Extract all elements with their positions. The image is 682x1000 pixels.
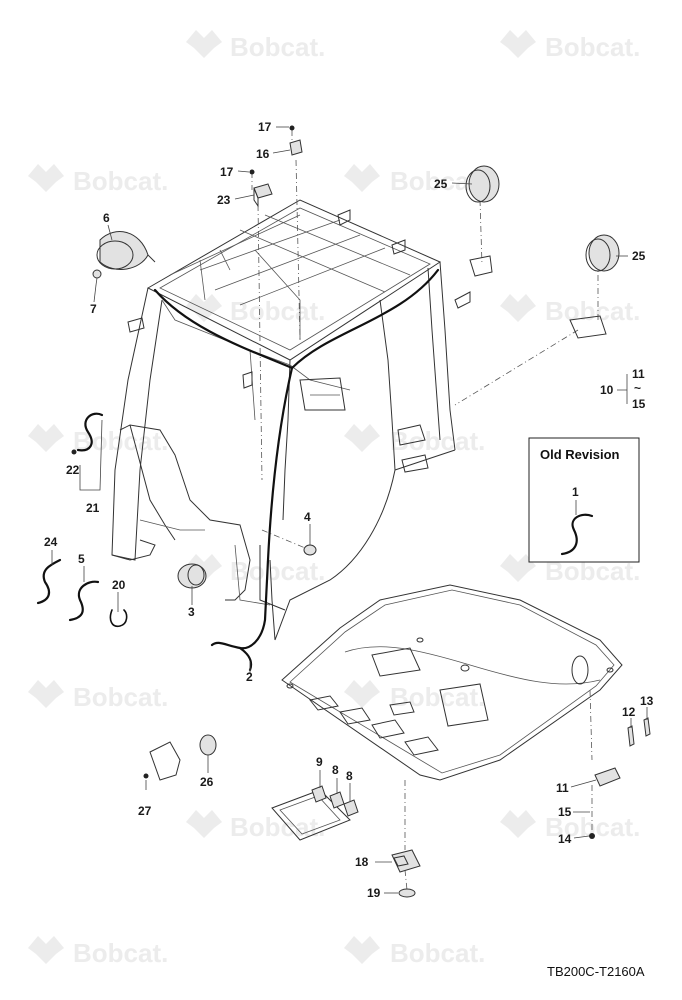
watermark-6: Bobcat. bbox=[500, 294, 640, 326]
switch-bezel bbox=[271, 789, 351, 841]
lens-19 bbox=[398, 888, 416, 898]
old-revision-callout: 1 bbox=[572, 485, 579, 499]
callout-19: 19 bbox=[367, 886, 381, 900]
screw-17a-icon bbox=[289, 125, 295, 131]
svg-text:Bobcat.: Bobcat. bbox=[230, 812, 325, 842]
roof-light-23 bbox=[249, 169, 273, 208]
callout-15a: 15 bbox=[632, 397, 646, 411]
callout-2: 2 bbox=[246, 670, 253, 684]
work-light-25b bbox=[569, 234, 620, 339]
grommet-4 bbox=[303, 544, 317, 556]
horn-26 bbox=[199, 734, 217, 768]
callout-7: 7 bbox=[90, 302, 97, 316]
svg-text:Bobcat.: Bobcat. bbox=[230, 296, 325, 326]
dome-lamp-18 bbox=[391, 849, 421, 873]
loop-20 bbox=[109, 592, 128, 628]
watermark-3: Bobcat. bbox=[28, 164, 168, 196]
callout-14: 14 bbox=[558, 832, 572, 846]
switch-8a bbox=[329, 791, 345, 809]
callout-8a: 8 bbox=[332, 763, 339, 777]
watermark-13: Bobcat. bbox=[186, 810, 325, 842]
wire-24 bbox=[36, 558, 62, 605]
watermark-9: Bobcat. bbox=[186, 554, 325, 586]
watermark-1: Bobcat. bbox=[186, 30, 325, 62]
svg-text:Bobcat.: Bobcat. bbox=[230, 556, 325, 586]
callout-tilde: ~ bbox=[634, 381, 641, 395]
screw-17b-icon bbox=[249, 169, 255, 175]
callout-23: 23 bbox=[217, 193, 231, 207]
callout-18: 18 bbox=[355, 855, 369, 869]
work-light-25a bbox=[465, 165, 500, 277]
svg-text:Bobcat.: Bobcat. bbox=[390, 426, 485, 456]
callout-15b: 15 bbox=[558, 805, 572, 819]
watermark-5: Bobcat. bbox=[186, 294, 325, 326]
headliner-panel bbox=[281, 584, 623, 781]
callout-16: 16 bbox=[256, 147, 270, 161]
callout-25b: 25 bbox=[632, 249, 646, 263]
dome-light-3 bbox=[177, 563, 207, 589]
old-revision-title: Old Revision bbox=[540, 447, 620, 462]
watermark-8: Bobcat. bbox=[344, 424, 485, 456]
bracket-horn bbox=[143, 741, 181, 781]
callout-11b: 11 bbox=[556, 781, 569, 795]
watermark-16: Bobcat. bbox=[344, 936, 485, 968]
work-light-6 bbox=[92, 231, 156, 286]
old-revision-box: Old Revision 1 bbox=[528, 437, 640, 563]
svg-text:Bobcat.: Bobcat. bbox=[73, 682, 168, 712]
watermark-11: Bobcat. bbox=[28, 680, 168, 712]
wire-21 bbox=[71, 412, 104, 455]
svg-text:Bobcat.: Bobcat. bbox=[230, 32, 325, 62]
callout-5: 5 bbox=[78, 552, 85, 566]
callout-9: 9 bbox=[316, 755, 323, 769]
watermark-12: Bobcat. bbox=[344, 680, 485, 712]
bracket-16 bbox=[289, 125, 303, 156]
lens-11 bbox=[594, 767, 621, 787]
callout-leaders bbox=[51, 126, 648, 894]
callout-24: 24 bbox=[44, 535, 58, 549]
callout-4: 4 bbox=[304, 510, 311, 524]
callout-10: 10 bbox=[600, 383, 614, 397]
clip-12 bbox=[627, 725, 635, 747]
callout-labels: 17 16 17 23 6 7 25 25 11 ~ 10 15 22 21 4… bbox=[44, 120, 654, 900]
svg-text:Bobcat.: Bobcat. bbox=[390, 938, 485, 968]
callout-20: 20 bbox=[112, 578, 126, 592]
callout-8b: 8 bbox=[346, 769, 353, 783]
main-wire-harness bbox=[153, 268, 440, 672]
svg-text:Bobcat.: Bobcat. bbox=[545, 296, 640, 326]
callout-12: 12 bbox=[622, 705, 636, 719]
watermark-7: Bobcat. bbox=[28, 424, 168, 456]
svg-text:Bobcat.: Bobcat. bbox=[73, 166, 168, 196]
callout-11a: 11 bbox=[632, 367, 645, 381]
switch-8b bbox=[343, 799, 359, 817]
wire-5 bbox=[68, 580, 100, 622]
drawing-number: TB200C-T2160A bbox=[547, 964, 645, 979]
callout-13: 13 bbox=[640, 694, 654, 708]
callout-17b: 17 bbox=[220, 165, 234, 179]
bulb-7-icon bbox=[92, 269, 102, 279]
svg-text:Bobcat.: Bobcat. bbox=[390, 682, 485, 712]
callout-6: 6 bbox=[103, 211, 110, 225]
watermark-4: Bobcat. bbox=[344, 164, 485, 196]
screw-14 bbox=[589, 833, 595, 839]
clip-13 bbox=[643, 717, 651, 737]
cab-frame bbox=[111, 199, 471, 641]
callout-22: 22 bbox=[66, 463, 80, 477]
callout-21: 21 bbox=[86, 501, 100, 515]
old-revision-wire bbox=[560, 513, 594, 556]
callout-3: 3 bbox=[188, 605, 195, 619]
svg-text:Bobcat.: Bobcat. bbox=[545, 32, 640, 62]
watermark-15: Bobcat. bbox=[28, 936, 168, 968]
callout-27: 27 bbox=[138, 804, 152, 818]
screw-27-icon bbox=[143, 773, 149, 779]
callout-17a: 17 bbox=[258, 120, 272, 134]
callout-25a: 25 bbox=[434, 177, 448, 191]
switch-9 bbox=[311, 785, 327, 803]
screw-22-icon bbox=[71, 449, 77, 455]
svg-text:Bobcat.: Bobcat. bbox=[73, 938, 168, 968]
watermark-2: Bobcat. bbox=[500, 30, 640, 62]
watermark-layer: Bobcat. Bobcat. Bobcat. Bobcat. Bobcat. … bbox=[28, 30, 640, 968]
callout-26: 26 bbox=[200, 775, 214, 789]
